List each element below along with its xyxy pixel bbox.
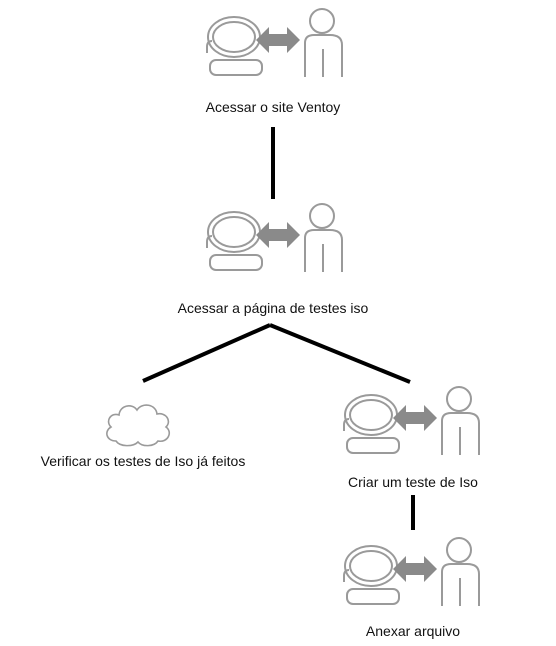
node-label-acessar-site: Acessar o site Ventoy: [205, 99, 341, 115]
computer-user-icon: [206, 8, 343, 77]
node-label-anexar-arquivo: Anexar arquivo: [365, 623, 461, 639]
connector-pagina-to-verificar: [142, 323, 271, 383]
cloud-icon: [106, 404, 170, 447]
computer-user-icon: [343, 386, 480, 455]
computer-user-icon: [206, 203, 343, 272]
node-label-criar-teste: Criar um teste de Iso: [348, 474, 478, 490]
node-label-acessar-pagina: Acessar a página de testes iso: [177, 300, 369, 316]
node-label-verificar-testes: Verificar os testes de Iso já feitos: [40, 453, 246, 469]
computer-user-icon: [343, 537, 480, 606]
connector-pagina-to-criar: [269, 323, 411, 384]
